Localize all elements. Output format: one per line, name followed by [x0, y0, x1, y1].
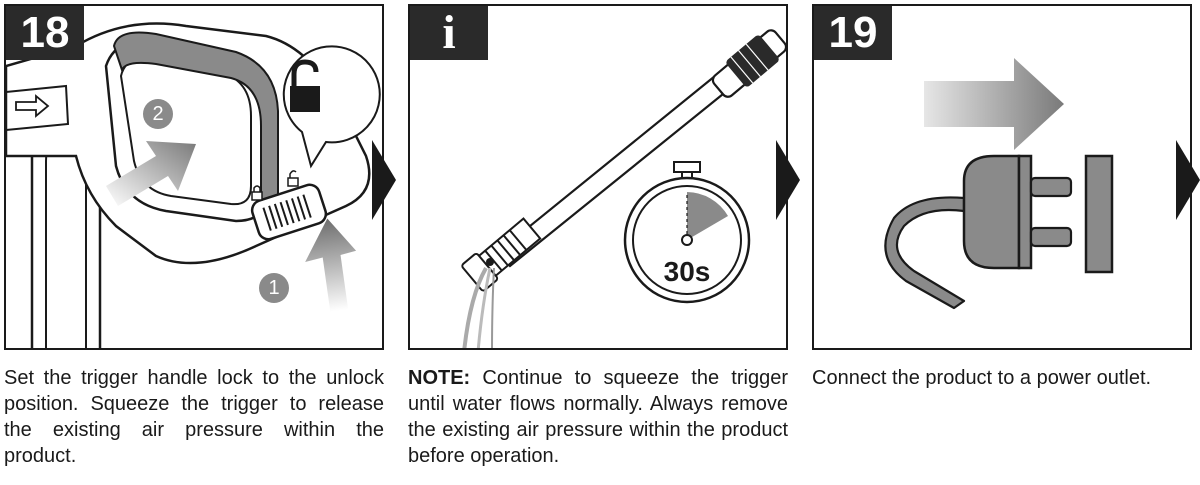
plug-icon [962, 154, 1073, 270]
right-arrow-icon [924, 58, 1064, 150]
next-step-arrow-icon [372, 140, 396, 220]
info-note-caption: NOTE: Continue to squeeze the trigger un… [408, 365, 788, 469]
push-arrow-icon [106, 141, 196, 206]
step-number-badge: 19 [814, 6, 892, 60]
callout-1: 1 [268, 277, 280, 299]
timer-label: 30s [663, 256, 711, 287]
step-19-panel: 19 [812, 4, 1192, 350]
step-19-caption: Connect the product to a power outlet. [812, 367, 1152, 389]
spray-wand-illustration [461, 29, 786, 348]
step-18-panel: 18 2 1 [4, 4, 384, 350]
power-plug-illustration [884, 58, 1114, 310]
note-text: Continue to squeeze the trigger until wa… [408, 367, 788, 467]
info-note-panel: i 30s [408, 4, 788, 350]
unlock-padlock-icon [290, 59, 320, 112]
note-label: NOTE: [408, 367, 471, 389]
next-step-arrow-icon [1176, 140, 1200, 220]
small-unlock-icon [287, 170, 299, 187]
callout-2: 2 [152, 103, 164, 125]
small-lock-icon [251, 185, 263, 201]
step-number-badge: 18 [6, 6, 84, 60]
stopwatch-icon [623, 161, 751, 304]
step-18-caption: Set the trigger handle lock to the unloc… [4, 367, 384, 467]
next-step-arrow-icon [776, 140, 800, 220]
info-badge: i [410, 6, 488, 60]
socket-icon [1084, 154, 1114, 274]
trigger-lock-illustration [6, 22, 381, 348]
